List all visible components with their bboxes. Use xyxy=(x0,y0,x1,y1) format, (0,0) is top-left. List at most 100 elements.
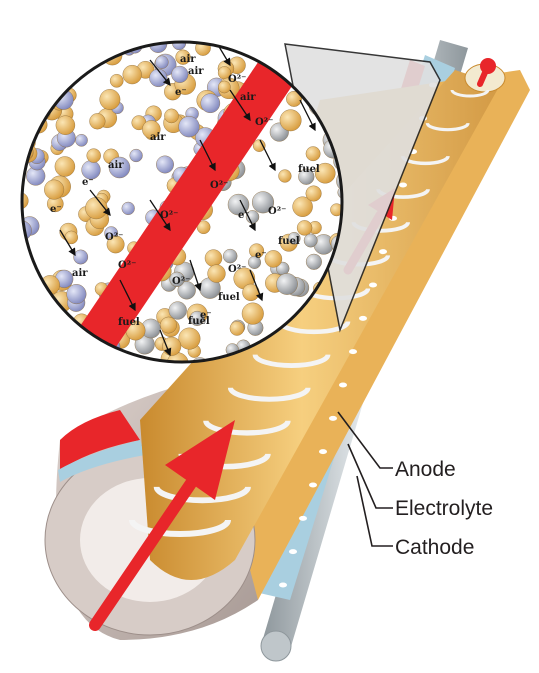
perforation xyxy=(349,349,357,354)
molecule xyxy=(75,351,89,365)
species-label-air: air xyxy=(72,268,88,279)
molecule xyxy=(100,89,120,109)
molecule xyxy=(12,354,30,372)
molecule xyxy=(230,36,242,48)
anode-label: Anode xyxy=(395,458,456,481)
molecule xyxy=(205,250,222,267)
perforation xyxy=(369,283,377,288)
molecule xyxy=(67,284,87,304)
molecule xyxy=(18,114,31,127)
molecule xyxy=(68,357,84,373)
species-label-oxide-ion: O²⁻ xyxy=(228,74,246,85)
species-label-oxide-ion: O²⁻ xyxy=(118,260,136,271)
molecule xyxy=(223,249,237,263)
molecule xyxy=(67,46,88,67)
molecule xyxy=(172,66,189,83)
molecule xyxy=(306,147,320,161)
molecule xyxy=(40,81,53,94)
molecule xyxy=(306,254,322,270)
molecule xyxy=(201,94,220,113)
species-label-fuel: fuel xyxy=(278,236,300,247)
perforation xyxy=(289,549,297,554)
perforation xyxy=(299,516,307,521)
species-label-oxide-ion: O²⁻ xyxy=(228,264,246,275)
molecule xyxy=(337,35,350,48)
molecule xyxy=(304,234,317,247)
molecule xyxy=(155,56,168,69)
cathode-label: Cathode xyxy=(395,536,474,559)
molecule xyxy=(208,265,226,283)
species-label-oxide-ion: O²⁻ xyxy=(290,32,308,43)
perforation xyxy=(309,483,317,488)
molecule xyxy=(276,273,297,294)
molecule xyxy=(111,363,123,375)
species-label-electron: e⁻ xyxy=(175,87,187,98)
molecule xyxy=(38,69,52,83)
molecule xyxy=(23,289,45,311)
molecule xyxy=(87,149,101,163)
molecule xyxy=(162,337,181,356)
molecule xyxy=(56,116,75,135)
electrolyte-label: Electrolyte xyxy=(395,497,493,520)
perforation xyxy=(359,316,367,321)
species-label-air: air xyxy=(180,54,196,65)
species-label-air: air xyxy=(240,92,256,103)
molecule xyxy=(230,321,244,335)
molecule xyxy=(39,324,52,337)
molecule xyxy=(297,220,312,235)
molecule xyxy=(179,116,200,137)
molecule xyxy=(306,186,322,202)
molecule xyxy=(90,113,106,129)
molecule xyxy=(122,202,135,215)
molecule xyxy=(54,35,73,54)
molecule xyxy=(234,34,248,48)
molecule xyxy=(279,170,292,183)
perforation xyxy=(379,249,387,254)
species-label-electron: e⁻ xyxy=(50,204,62,215)
perforation xyxy=(339,383,347,388)
molecule xyxy=(44,180,64,200)
molecule xyxy=(280,110,301,131)
molecule xyxy=(12,221,32,241)
molecule xyxy=(169,302,187,320)
molecule xyxy=(92,346,106,360)
molecule xyxy=(69,46,82,59)
molecule xyxy=(19,82,38,101)
molecule xyxy=(75,134,87,146)
species-label-oxide-ion: O²⁻ xyxy=(210,180,228,191)
species-label-air: air xyxy=(108,160,124,171)
molecule xyxy=(156,156,173,173)
species-label-air: air xyxy=(188,66,204,77)
species-label-oxide-ion: O²⁻ xyxy=(105,232,123,243)
electrolyte-leader xyxy=(348,444,393,508)
species-label-oxide-ion: O²⁻ xyxy=(255,117,273,128)
molecule xyxy=(12,193,29,210)
rod-end-cap xyxy=(261,631,291,661)
perforation xyxy=(399,183,407,188)
species-label-oxide-ion: O²⁻ xyxy=(268,206,286,217)
molecule xyxy=(74,250,88,264)
molecule xyxy=(55,157,75,177)
molecule xyxy=(246,38,259,51)
molecule xyxy=(102,350,114,362)
perforation xyxy=(279,583,287,588)
molecule xyxy=(78,340,96,358)
species-label-electron: e⁻ xyxy=(82,177,94,188)
species-label-oxide-ion: O²⁻ xyxy=(172,276,190,287)
species-label-electron: e⁻ xyxy=(255,250,267,261)
perforation xyxy=(329,416,337,421)
molecule xyxy=(65,31,85,51)
perforation xyxy=(319,449,327,454)
molecule xyxy=(160,317,176,333)
molecule xyxy=(179,328,201,350)
molecule xyxy=(37,87,50,100)
molecule xyxy=(242,303,264,325)
species-label-electron: e⁻ xyxy=(200,310,212,321)
molecule xyxy=(164,109,178,123)
species-label-fuel: fuel xyxy=(218,292,240,303)
molecule xyxy=(123,65,142,84)
species-label-fuel: fuel xyxy=(298,164,320,175)
cathode-leader xyxy=(357,476,393,546)
molecule xyxy=(265,250,282,267)
